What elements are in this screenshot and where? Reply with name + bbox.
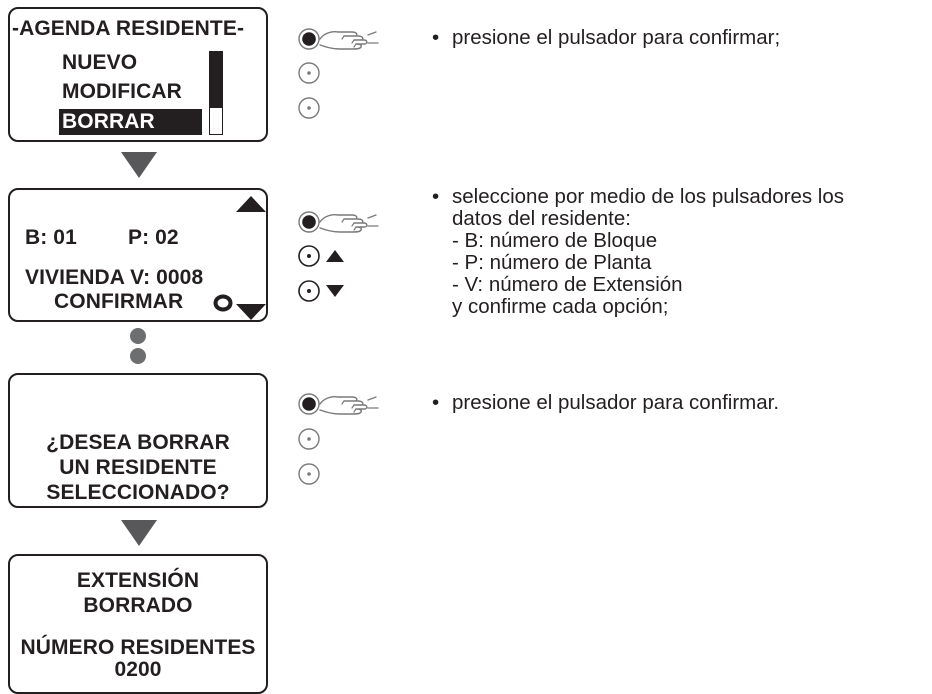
flow-arrow-1 [121, 152, 157, 178]
menu-screen: -AGENDA RESIDENTE- NUEVO MODIFICAR BORRA… [8, 7, 268, 142]
instruction-step-1-text: presione el pulsador para confirmar; [452, 26, 781, 49]
up-triangle-icon [326, 250, 344, 262]
instruction-step-3: • presione el pulsador para confirmar. [432, 392, 779, 414]
question-line-3: SELECCIONADO? [46, 481, 230, 504]
confirm-label: CONFIRMAR [54, 290, 184, 313]
pointing-hand-icon [319, 31, 379, 50]
instruction-item-block: - B: número de Bloque [452, 229, 658, 252]
instruction-step-3-text: presione el pulsador para confirmar. [452, 391, 780, 414]
instruction-step-2: •seleccione por medio de los pulsadores … [432, 186, 844, 318]
menu-item-borrar[interactable]: BORRAR [59, 109, 202, 135]
question-line-1: ¿DESEA BORRAR [46, 431, 230, 454]
dwelling-field: VIVIENDA V: 0008 [25, 266, 204, 289]
flow-dot-2 [130, 348, 146, 364]
filled-button-icon[interactable] [298, 28, 320, 50]
instruction-item-extension: - V: número de Extensión [452, 273, 683, 296]
result-line-1: EXTENSIÓN [76, 569, 200, 592]
filled-button-icon[interactable] [298, 393, 320, 415]
instruction-step-2-line-2: datos del residente: [452, 207, 631, 230]
flow-arrow-2 [121, 520, 157, 546]
down-triangle-icon [326, 285, 344, 297]
instruction-step-1: • presione el pulsador para confirmar; [432, 27, 780, 49]
menu-scrollbar-thumb[interactable] [210, 52, 222, 108]
instruction-item-floor: - P: número de Planta [452, 251, 652, 274]
menu-item-nuevo[interactable]: NUEVO [62, 51, 138, 74]
up-triangle-icon [236, 196, 266, 212]
question-line-2: UN RESIDENTE [59, 456, 217, 479]
bullet: • [432, 391, 440, 414]
flow-dot-1 [130, 328, 146, 344]
instruction-step-2-line-1: •seleccione por medio de los pulsadores … [432, 185, 845, 208]
menu-title: -AGENDA RESIDENTE- [12, 17, 245, 40]
confirm-ring-icon [213, 294, 233, 312]
result-line-2: BORRADO [83, 594, 193, 617]
hollow-button-icon[interactable] [298, 280, 320, 302]
resident-count-value: 0200 [114, 658, 162, 681]
floor-field: P: 02 [128, 226, 179, 249]
bullet: • [432, 26, 440, 49]
hollow-button-icon[interactable] [298, 428, 320, 450]
hollow-button-icon[interactable] [298, 245, 320, 267]
block-field: B: 01 [25, 226, 77, 249]
instruction-step-2-tail: y confirme cada opción; [452, 295, 669, 318]
hollow-button-icon[interactable] [298, 97, 320, 119]
bullet: • [432, 185, 440, 208]
pointing-hand-icon [319, 396, 379, 415]
hollow-button-icon[interactable] [298, 62, 320, 84]
resident-count-label: NÚMERO RESIDENTES [20, 636, 256, 659]
menu-scrollbar[interactable] [209, 51, 223, 135]
filled-button-icon[interactable] [298, 211, 320, 233]
pointing-hand-icon [319, 214, 379, 233]
hollow-button-icon[interactable] [298, 463, 320, 485]
select-screen: B: 01 P: 02 VIVIENDA V: 0008 CONFIRMAR [8, 188, 268, 322]
menu-item-modificar[interactable]: MODIFICAR [62, 80, 182, 103]
result-screen: EXTENSIÓN BORRADO NÚMERO RESIDENTES 0200 [8, 554, 268, 694]
question-screen: ¿DESEA BORRAR UN RESIDENTE SELECCIONADO? [8, 373, 268, 508]
down-triangle-icon [236, 304, 266, 320]
